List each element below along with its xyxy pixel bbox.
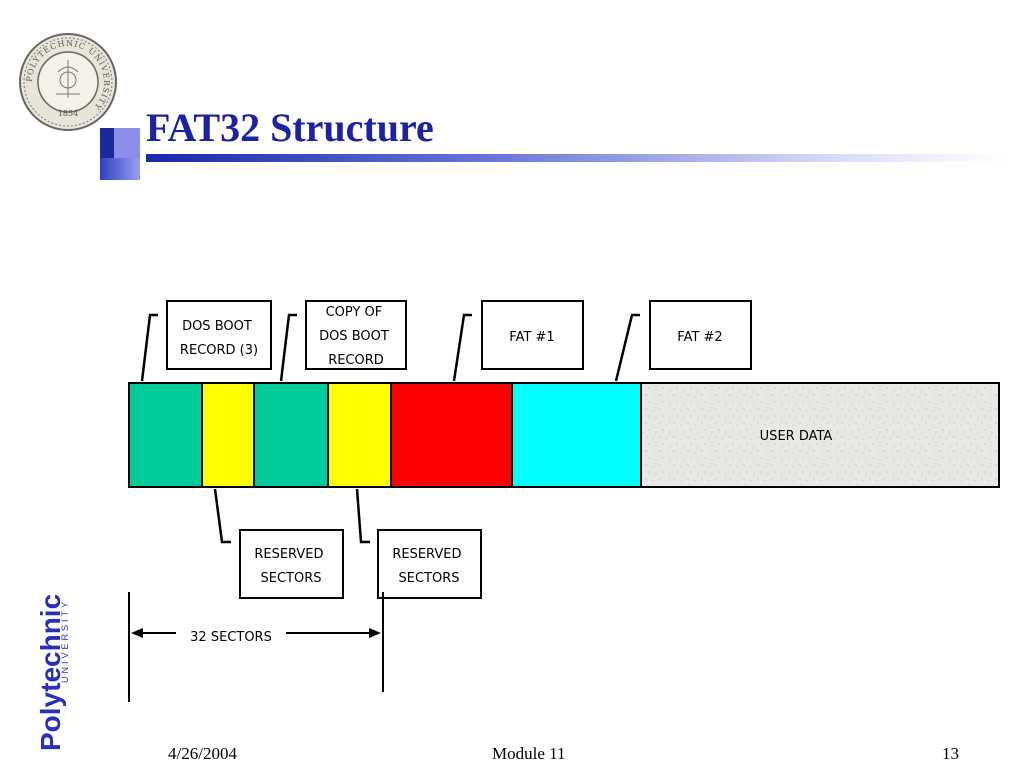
fat1-box <box>481 300 584 370</box>
polytechnic-wordmark-logo: Polytechnic UNIVERSITY <box>35 594 70 751</box>
dos-boot-record-box <box>166 300 272 370</box>
span-arrow-left <box>131 628 143 638</box>
title-accent-block <box>100 128 114 158</box>
fat1-segment <box>390 382 513 488</box>
footer-page-number: 13 <box>942 744 959 763</box>
boot-record-segment <box>128 382 203 488</box>
reserved-sectors-box-2 <box>377 529 482 599</box>
copy-dos-boot-record-box <box>305 300 407 370</box>
callout-leaders-bottom <box>213 488 370 544</box>
span-label: 32 SECTORS <box>190 630 272 645</box>
title-accent-block <box>100 158 140 180</box>
reserved-sectors-label-1: RESERVED SECTORS <box>254 547 327 586</box>
footer-module: Module 11 <box>492 744 566 763</box>
fat2-box <box>649 300 752 370</box>
dos-boot-record-label: DOS BOOT RECORD (3) <box>180 319 258 358</box>
wordmark-sub: UNIVERSITY <box>60 599 70 683</box>
seal-year: 1854 <box>58 109 78 118</box>
reserved-segment <box>327 382 392 488</box>
span-arrow-right <box>369 628 381 638</box>
span-dimension <box>128 592 384 702</box>
wordmark-name: Polytechnic <box>35 594 66 751</box>
title-underline <box>146 154 1006 162</box>
university-seal-logo: POLYTECHNIC UNIVERSITY 1854 <box>19 33 117 131</box>
reserved-sectors-label-2: RESERVED SECTORS <box>392 547 465 586</box>
reserved-sectors-box-1 <box>239 529 344 599</box>
slide-title: FAT32 Structure <box>146 105 434 150</box>
fat1-label: FAT #1 <box>509 330 554 345</box>
footer-date: 4/26/2004 <box>168 744 237 763</box>
user-data-label: USER DATA <box>760 429 833 444</box>
boot-record-copy-segment <box>253 382 329 488</box>
fat2-segment <box>511 382 642 488</box>
callout-leaders <box>140 313 640 382</box>
user-data-segment <box>640 382 1000 488</box>
fat2-label: FAT #2 <box>677 330 722 345</box>
reserved-segment <box>201 382 255 488</box>
copy-dos-boot-record-label: COPY OF DOS BOOT RECORD <box>319 305 393 368</box>
